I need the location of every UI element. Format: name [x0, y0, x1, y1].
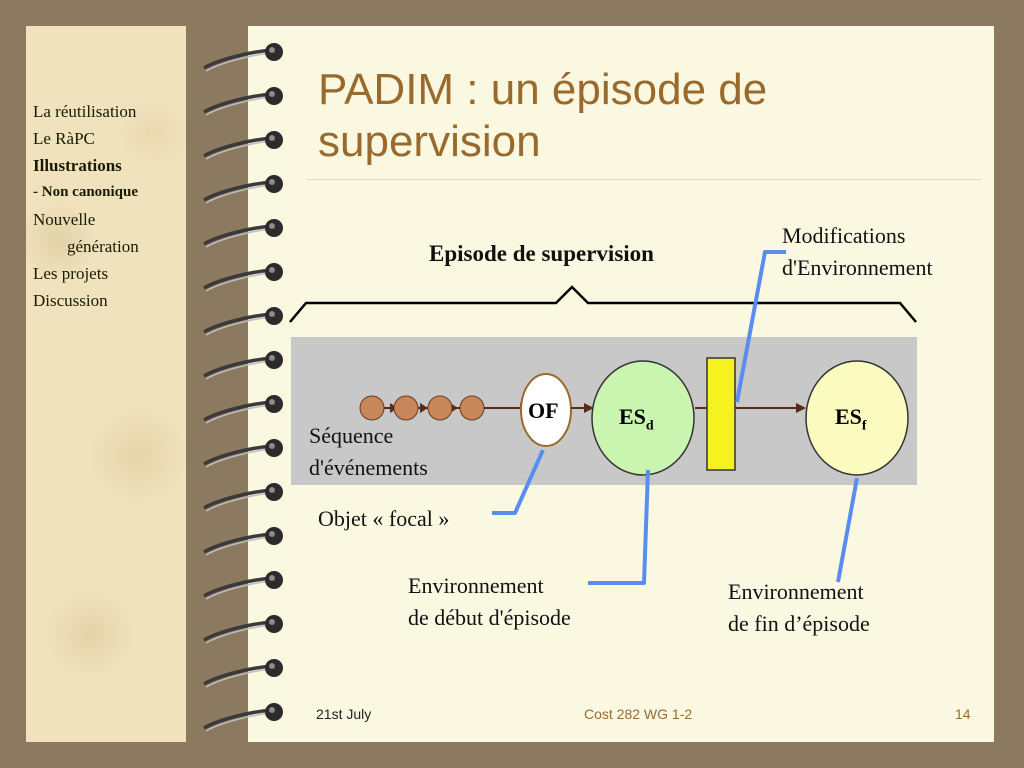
modifications-line-1: Modifications [782, 223, 906, 248]
nav-item-reutilisation[interactable]: La réutilisation [33, 102, 137, 121]
focal-label: Objet « focal » [318, 506, 450, 531]
spiral-ring [203, 395, 283, 424]
spiral-ring [203, 263, 283, 292]
spiral-binding [203, 43, 283, 732]
nav-item-discussion[interactable]: Discussion [33, 291, 108, 310]
spiral-ring [203, 703, 283, 732]
esf-main: ES [835, 404, 862, 429]
modifications-line-2: d'Environnement [782, 255, 933, 280]
footer-page-number: 14 [955, 706, 971, 722]
esd-main: ES [619, 404, 646, 429]
sequence-line-2: d'événements [309, 455, 428, 480]
env-start-label: Environnement de début d'épisode [408, 570, 571, 634]
episode-brace [289, 285, 917, 323]
spiral-ring [203, 527, 283, 556]
modification-bar [706, 357, 736, 471]
spiral-ring [203, 131, 283, 160]
esf-sub: f [861, 418, 867, 434]
spiral-ring [203, 307, 283, 336]
spiral-ring [203, 615, 283, 644]
spiral-ring [203, 43, 283, 72]
nav-item-generation[interactable]: génération [67, 237, 139, 256]
spiral-ring [203, 351, 283, 380]
spiral-ring [203, 175, 283, 204]
spiral-ring [203, 571, 283, 600]
slide-title: PADIM : un épisode de supervision [318, 65, 768, 166]
connector-env-end [836, 477, 859, 583]
env-end-line-2: de fin d’épisode [728, 611, 870, 636]
title-divider [306, 179, 982, 180]
event-dot-4 [459, 395, 485, 421]
esf-node [805, 360, 909, 476]
connector-focal [492, 449, 545, 515]
event-dot-2 [393, 395, 419, 421]
event-dot-3 [427, 395, 453, 421]
spiral-ring [203, 439, 283, 468]
sequence-label: Séquence d'événements [309, 420, 428, 484]
esd-node [591, 360, 695, 476]
env-end-label: Environnement de fin d’épisode [728, 576, 870, 640]
focal-object-node [520, 373, 572, 447]
spiral-ring [203, 659, 283, 688]
esd-sub: d [645, 418, 654, 434]
env-start-line-1: Environnement [408, 573, 544, 598]
nav-item-nouvelle[interactable]: Nouvelle [33, 210, 96, 229]
footer-date: 21st July [316, 706, 372, 722]
spiral-ring [203, 483, 283, 512]
navigation-list: La réutilisation Le RàPC Illustrations -… [33, 98, 139, 314]
spiral-ring [203, 87, 283, 116]
esf-label: ESf [835, 404, 867, 434]
env-end-line-1: Environnement [728, 579, 864, 604]
event-sequence [359, 395, 530, 421]
of-label: OF [528, 398, 559, 423]
nav-item-rapc[interactable]: Le RàPC [33, 129, 95, 148]
episode-heading: Episode de supervision [429, 241, 654, 266]
sequence-line-1: Séquence [309, 423, 394, 448]
connector-modifications [735, 250, 786, 403]
env-start-line-2: de début d'épisode [408, 605, 571, 630]
event-dot-1 [359, 395, 385, 421]
nav-item-projets[interactable]: Les projets [33, 264, 109, 283]
footer-center: Cost 282 WG 1-2 [584, 706, 693, 722]
esd-label: ESd [619, 404, 654, 434]
spiral-ring [203, 219, 283, 248]
nav-item-illustrations[interactable]: Illustrations [33, 156, 122, 175]
modifications-label: Modifications d'Environnement [782, 220, 933, 284]
connector-env-start [588, 469, 650, 585]
left-sidebar-panel [26, 26, 186, 742]
nav-item-non-canonique[interactable]: - Non canonique [33, 184, 139, 200]
